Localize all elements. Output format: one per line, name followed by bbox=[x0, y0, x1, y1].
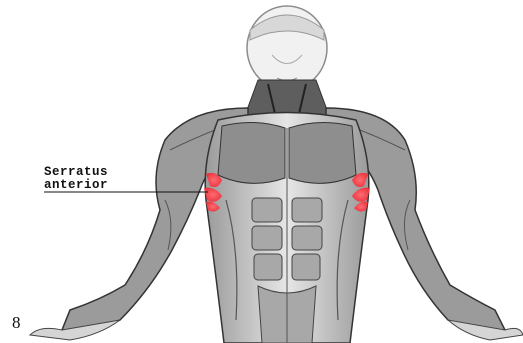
right-pectoral bbox=[289, 122, 356, 183]
serratus-anterior-label-line2: anterior bbox=[44, 178, 108, 192]
torso bbox=[205, 113, 369, 343]
serratus-anterior-label-line1: Serratus bbox=[44, 165, 108, 179]
head bbox=[247, 6, 327, 90]
page-number: 8 bbox=[12, 313, 21, 333]
left-pectoral bbox=[218, 122, 285, 183]
